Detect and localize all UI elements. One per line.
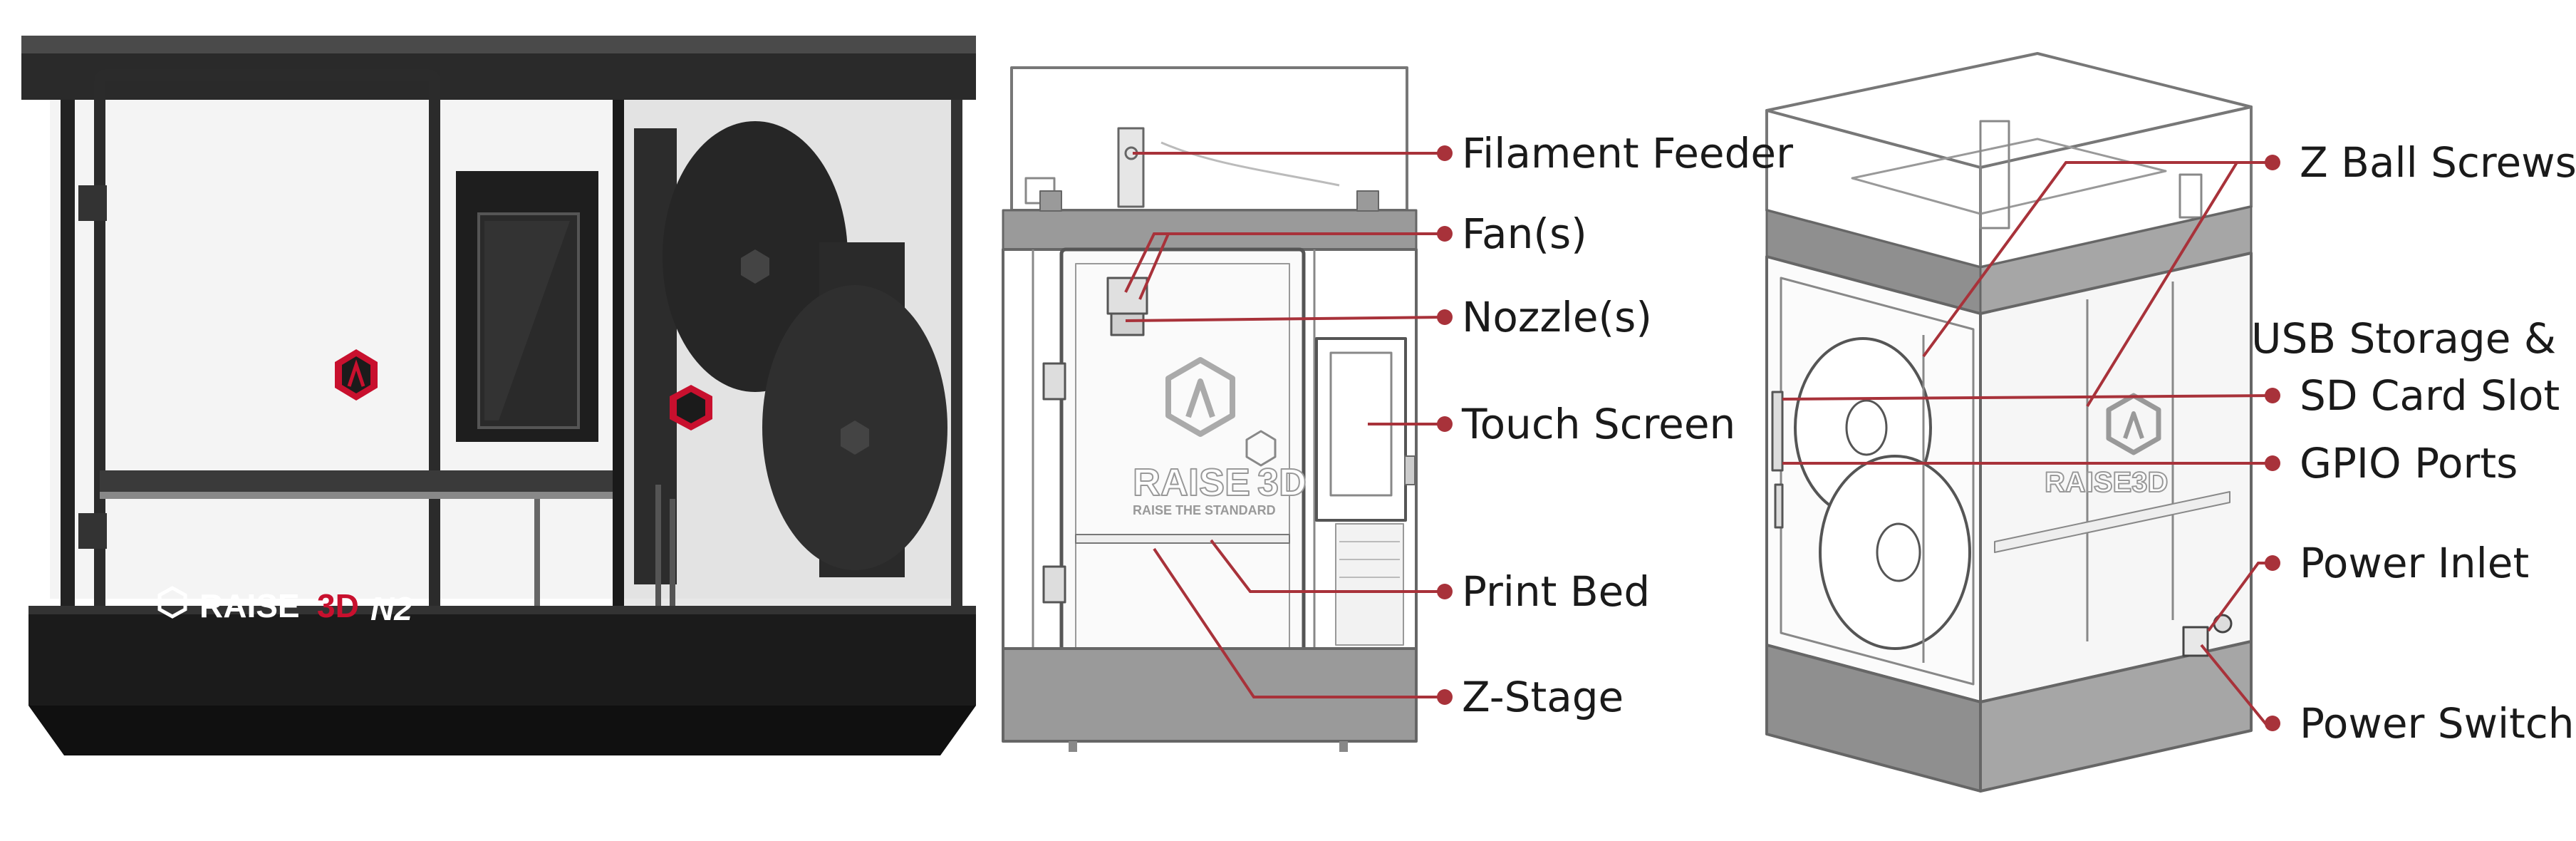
front-top-enclosure xyxy=(1010,66,1408,212)
callout-print-bed: Print Bed xyxy=(1210,539,1650,616)
label-sd-card-slot: SD Card Slot xyxy=(2300,371,2560,420)
photo-brand-text: RAISE xyxy=(199,587,300,624)
callout-power-switch: Power Switch xyxy=(2200,644,2575,748)
photo-model-text: N2 xyxy=(370,590,412,627)
front-door xyxy=(1059,247,1306,661)
label-usb-storage: USB Storage & xyxy=(2251,314,2556,363)
front-view-drawing: RAISE 3D RAISE THE STANDARD xyxy=(1002,66,1418,752)
front-nozzle xyxy=(1110,312,1145,336)
callout-touch-screen: Touch Screen xyxy=(1368,400,1735,448)
callout-nozzles: Nozzle(s) xyxy=(1125,293,1652,341)
callout-gpio-ports: GPIO Ports xyxy=(1782,439,2518,487)
photo-hex-logo xyxy=(335,349,378,401)
callout-layer: Filament Feeder Fan(s) Nozzle(s) Touch S… xyxy=(1124,129,2576,748)
iso-raise3d-logo: RAISE3D xyxy=(2044,393,2169,499)
iso-power-inlet xyxy=(2182,626,2209,657)
front-logo-3d: 3D xyxy=(1257,461,1307,504)
label-nozzles: Nozzle(s) xyxy=(1462,293,1652,341)
iso-gpio-port xyxy=(1774,483,1784,529)
printer-photo: RAISE 3D N2 xyxy=(21,36,976,755)
callout-z-ball-screws: Z Ball Screws xyxy=(1922,138,2576,408)
callout-power-inlet: Power Inlet xyxy=(2207,539,2529,632)
photo-print-bed xyxy=(100,470,613,492)
front-print-bed xyxy=(1075,534,1290,544)
label-z-ball-screws: Z Ball Screws xyxy=(2300,138,2576,187)
front-top-band xyxy=(1002,209,1418,251)
photo-front-right-post xyxy=(613,100,624,713)
front-raise3d-logo: RAISE 3D RAISE THE STANDARD xyxy=(1132,357,1307,517)
label-print-bed: Print Bed xyxy=(1462,567,1650,616)
iso-spool-2 xyxy=(1819,455,1971,650)
photo-brand-logo: RAISE 3D N2 xyxy=(157,586,412,627)
label-filament-feeder: Filament Feeder xyxy=(1462,129,1793,177)
front-filament-feeder xyxy=(1117,127,1145,208)
photo-left-post xyxy=(61,100,75,613)
iso-base-right xyxy=(1979,640,2253,793)
iso-usb-slot xyxy=(1771,391,1784,472)
front-logo-tagline: RAISE THE STANDARD xyxy=(1133,503,1276,517)
label-power-switch: Power Switch xyxy=(2300,699,2575,748)
photo-base xyxy=(28,606,976,706)
photo-brand-3d: 3D xyxy=(317,587,359,624)
label-power-inlet: Power Inlet xyxy=(2300,539,2529,587)
label-touch-screen: Touch Screen xyxy=(1461,400,1735,448)
iso-logo-brand: RAISE3D xyxy=(2045,467,2168,498)
callout-usb-sd: USB Storage & SD Card Slot xyxy=(1782,314,2560,420)
label-z-stage: Z-Stage xyxy=(1462,673,1624,721)
callout-fans: Fan(s) xyxy=(1124,210,1587,300)
callout-filament-feeder: Filament Feeder xyxy=(1133,129,1793,177)
front-base xyxy=(1002,647,1418,743)
callout-z-stage: Z-Stage xyxy=(1153,547,1624,721)
front-logo-brand: RAISE xyxy=(1133,461,1250,504)
iso-view-drawing: RAISE3D xyxy=(1765,52,2253,793)
label-gpio-ports: GPIO Ports xyxy=(2300,439,2518,487)
label-fans: Fan(s) xyxy=(1462,210,1587,258)
